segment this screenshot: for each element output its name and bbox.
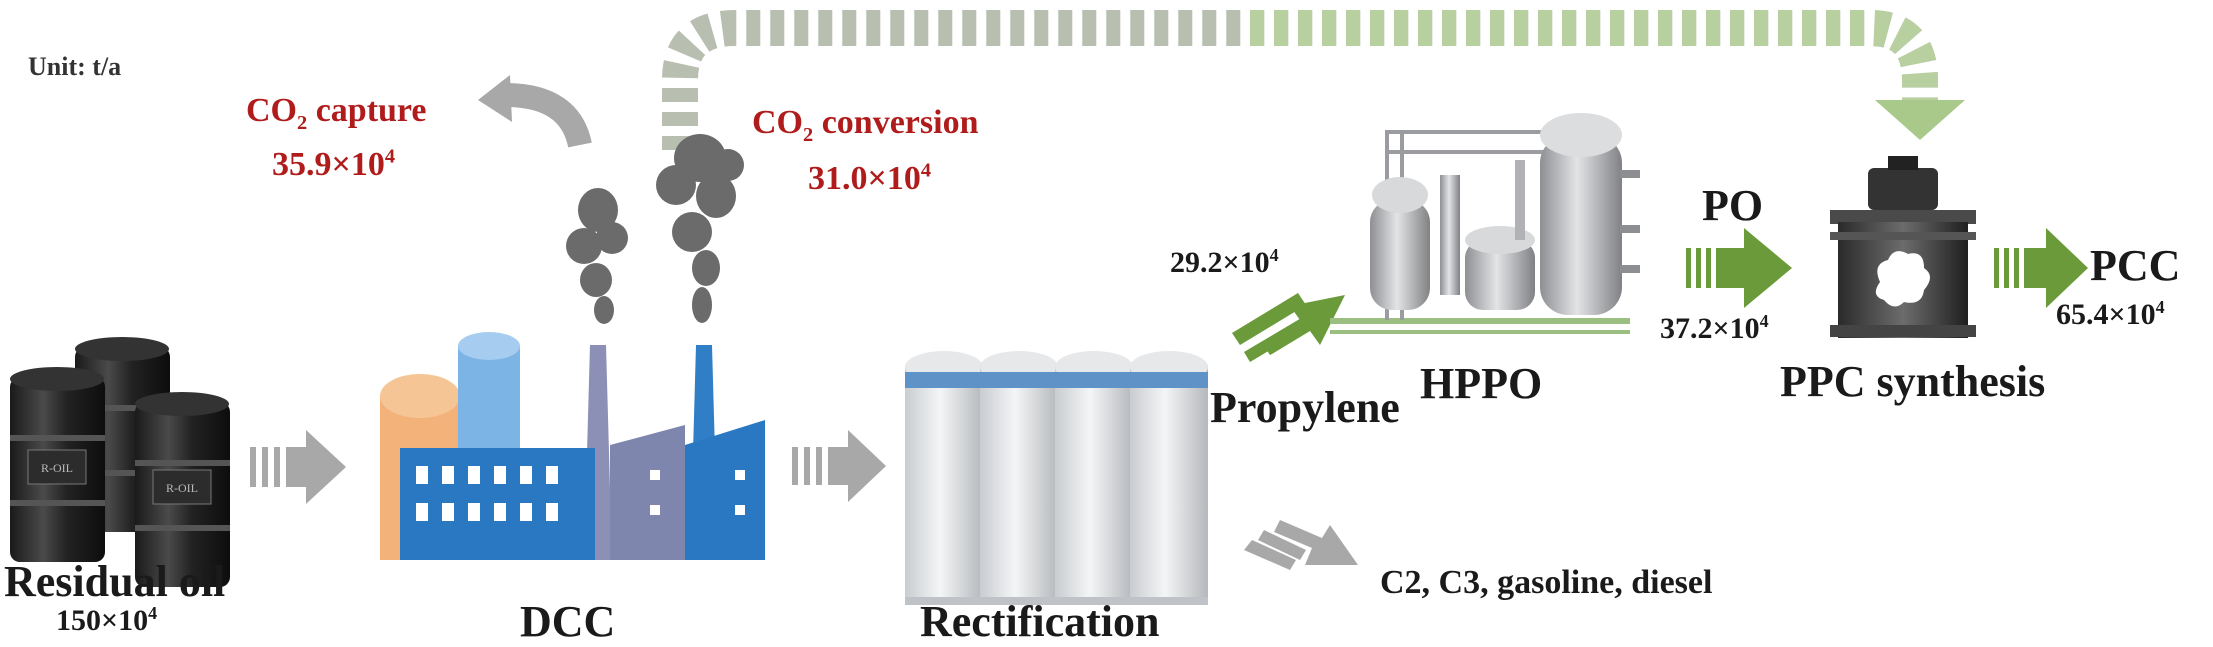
residual-oil-value: 150×104	[56, 603, 158, 637]
unit-label: Unit: t/a	[28, 52, 122, 81]
hppo-plant-icon	[1330, 113, 1640, 334]
co2-recycle-arc	[662, 9, 1965, 150]
barrel-label: R-OIL	[166, 481, 198, 495]
co2-conversion-value: 31.0×104	[808, 159, 932, 197]
arrow-to-byproducts	[1244, 520, 1358, 570]
recycle-arrow-head	[1875, 100, 1965, 140]
residual-oil-label: Residual oil	[4, 557, 226, 606]
po-label: PO	[1702, 181, 1764, 230]
co2-conversion-label: CO2 conversion	[752, 104, 979, 146]
ppc-reactor-icon	[1830, 156, 1976, 338]
arrow-to-hppo	[1232, 293, 1345, 362]
ppc-synthesis-label: PPC synthesis	[1780, 357, 2046, 406]
co2-capture-value: 35.9×104	[272, 145, 396, 183]
pcc-value: 65.4×104	[2056, 297, 2165, 331]
oil-barrels-icon: R-OIL R-OIL	[10, 337, 230, 587]
propylene-value: 29.2×104	[1170, 245, 1279, 279]
arrow-hppo-to-ppc	[1686, 228, 1792, 308]
hppo-label: HPPO	[1420, 359, 1543, 408]
arrow-dcc-to-rectification	[792, 430, 886, 502]
co2-capture-arrow	[478, 75, 592, 148]
byproducts-label: C2, C3, gasoline, diesel	[1380, 564, 1713, 601]
pcc-label: PCC	[2090, 241, 2181, 290]
propylene-label: Propylene	[1210, 383, 1400, 432]
co2-capture-label: CO2 capture	[246, 92, 427, 134]
rectification-tanks-icon	[905, 351, 1208, 605]
arrow-oil-to-dcc	[250, 430, 346, 504]
rectification-label: Rectification	[920, 597, 1160, 646]
dcc-label: DCC	[520, 597, 616, 646]
dcc-factory-icon	[380, 134, 765, 560]
arrow-ppc-to-pcc	[1994, 228, 2088, 308]
po-value: 37.2×104	[1660, 311, 1769, 345]
barrel-label: R-OIL	[41, 461, 73, 475]
